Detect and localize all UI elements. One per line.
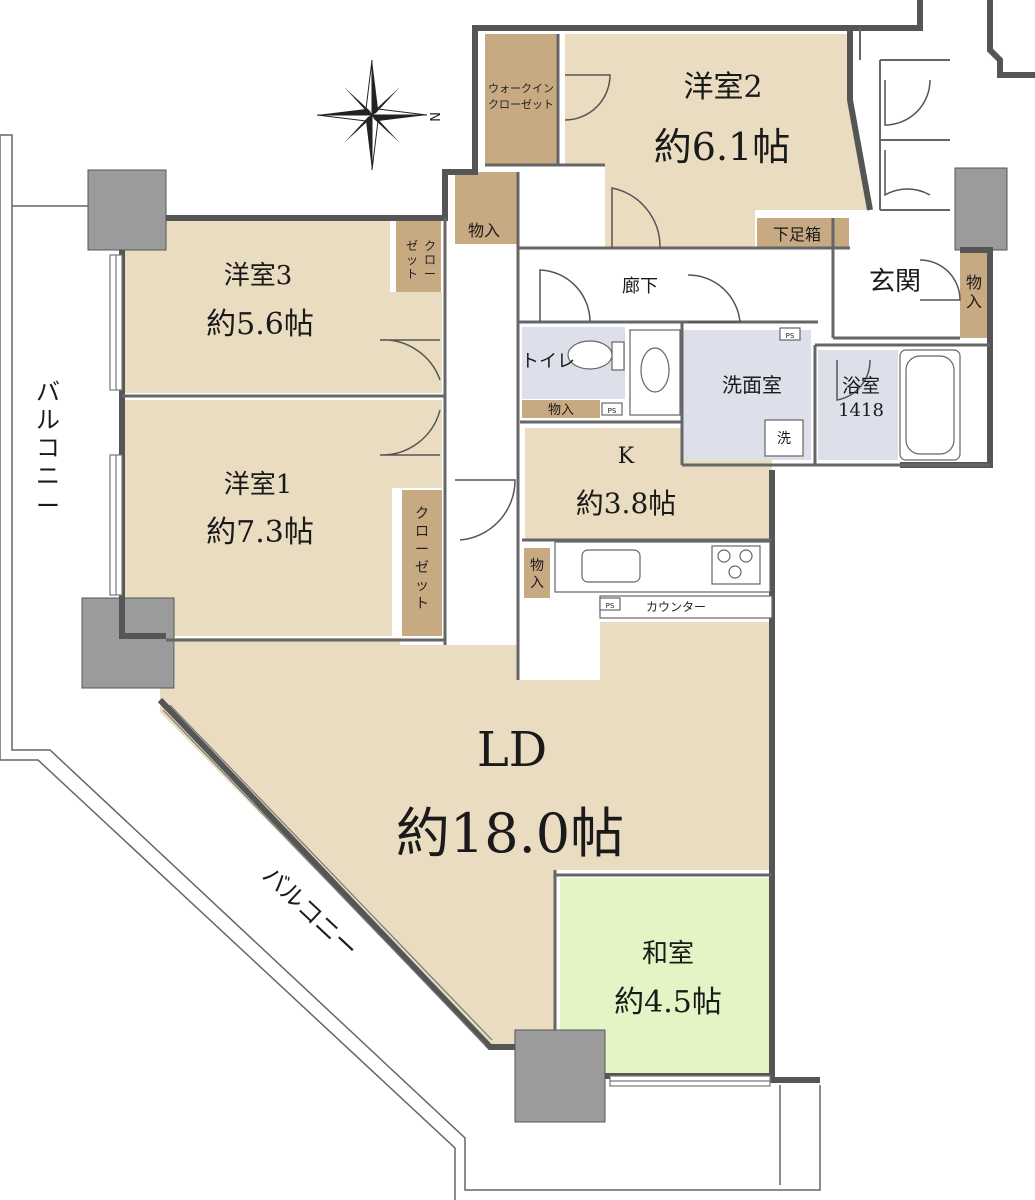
toilet-name: トイレ [521, 351, 575, 372]
pillar [514, 1029, 606, 1123]
storage-entrance-area [960, 250, 987, 338]
svg-text:ク: ク [424, 239, 436, 253]
svg-text:入: 入 [530, 575, 544, 591]
svg-text:コ: コ [36, 434, 60, 462]
ps-label: PS [786, 332, 795, 340]
interior-walls [122, 34, 990, 1030]
svg-text:ゼ: ゼ [406, 239, 418, 253]
storage-toilet-label: 物入 [548, 403, 574, 418]
pillars [81, 167, 1008, 1123]
kitchen-size: 約3.8帖 [576, 487, 677, 520]
pillar [954, 167, 1008, 251]
svg-text:バ: バ [36, 378, 60, 406]
counter-label: カウンター [646, 600, 706, 614]
ps-box [779, 327, 801, 341]
svg-text:ト: ト [406, 267, 418, 281]
svg-text:ー: ー [424, 267, 436, 281]
doors [379, 74, 961, 541]
svg-text:物: 物 [530, 558, 544, 574]
svg-text:入: 入 [966, 292, 982, 311]
compass-icon [316, 59, 428, 171]
western2-size: 約6.1帖 [654, 125, 790, 169]
storage-toilet-area [522, 400, 600, 418]
western1-name: 洋室1 [224, 470, 293, 500]
svg-text:ク: ク [415, 506, 429, 522]
bath-size: 1418 [838, 400, 884, 421]
storage-hall-label: 物入 [468, 221, 500, 240]
entrance-walls [859, 28, 950, 211]
japanese-name: 和室 [642, 939, 694, 969]
washroom-name: 洗面室 [722, 373, 782, 397]
closet1-label: クロー ゼット [415, 506, 429, 612]
western3-size: 約5.6帖 [206, 307, 314, 342]
western2-name: 洋室2 [683, 70, 762, 105]
walk-in-closet-line2: クローゼット [488, 98, 554, 111]
ps-box [601, 402, 623, 416]
shoe-box-label: 下足箱 [773, 225, 821, 244]
compass-north-label: N [426, 112, 441, 122]
storage-kitchen-label: 物 入 [530, 558, 544, 591]
washer [764, 419, 804, 457]
svg-text:ゼ: ゼ [415, 560, 429, 576]
windows [109, 254, 771, 1087]
ld-size: 約18.0帖 [396, 802, 624, 865]
storage-hall-area [455, 172, 518, 244]
svg-text:ッ: ッ [406, 253, 418, 267]
hallway-name: 廊下 [622, 276, 658, 297]
western2-area [565, 34, 868, 248]
balcony-outline [0, 134, 821, 1200]
room-fills [122, 34, 987, 1076]
ps-label: PS [606, 602, 615, 610]
kitchen-name: K [618, 444, 635, 469]
ps-label: PS [608, 407, 617, 415]
closet3-area [396, 218, 441, 292]
western1-size: 約7.3帖 [206, 515, 314, 550]
svg-text:物: 物 [966, 273, 982, 292]
svg-text:ロ: ロ [415, 524, 429, 540]
svg-text:ト: ト [415, 596, 429, 612]
washer-label: 洗 [777, 431, 791, 447]
stove-icon [711, 545, 761, 585]
ld-area [160, 622, 772, 1047]
walk-in-closet-area [485, 34, 558, 164]
bath-area [818, 350, 898, 460]
fixtures [554, 327, 961, 619]
svg-text:ッ: ッ [415, 578, 429, 594]
ld-name: LD [477, 722, 547, 778]
svg-text:ル: ル [36, 406, 60, 434]
svg-text:ロ: ロ [424, 253, 436, 267]
closet3-label: クロー ゼット [406, 239, 436, 281]
walk-in-closet-line1: ウォークイン [488, 82, 554, 95]
svg-text:ー: ー [415, 542, 429, 558]
bath-name: 浴室 [842, 375, 880, 397]
western1-area [122, 400, 392, 636]
japanese-size: 約4.5帖 [614, 985, 722, 1020]
entrance-name: 玄関 [869, 267, 921, 297]
pillar [87, 169, 167, 251]
western3-name: 洋室3 [224, 261, 293, 291]
bathtub [899, 349, 961, 461]
closet1-area [402, 490, 442, 636]
kitchen-sink [581, 549, 641, 583]
storage-entrance-label: 物 入 [966, 273, 982, 311]
pillar [81, 597, 175, 689]
western3-area [122, 218, 390, 393]
balcony-west-label: バ ル コ ニ ー [36, 378, 60, 520]
ps-box [599, 597, 621, 611]
storage-kitchen-area [524, 548, 550, 598]
svg-text:ー: ー [36, 492, 60, 520]
svg-text:ニ: ニ [36, 462, 60, 490]
